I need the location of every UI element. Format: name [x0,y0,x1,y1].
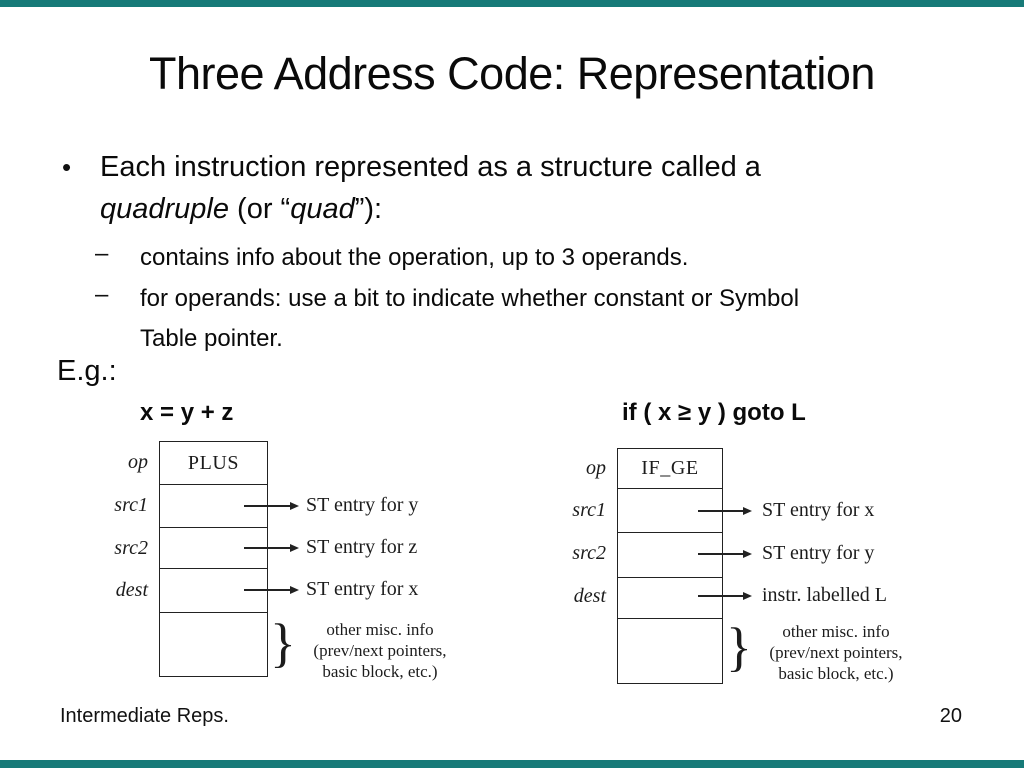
plain-or: (or “ [229,193,291,225]
right-diagram-heading: if ( x ≥ y ) goto L [622,399,806,426]
op-value-left: PLUS [187,451,240,474]
top-accent-bar [0,0,1024,7]
pointer-label-src1-right: ST entry for x [762,499,875,521]
main-bullet-line-2: quadruple (or “quad”): [100,188,960,230]
sub-bullet-2-text: for operands: use a bit to indicate whet… [140,279,960,359]
quad-row-dest-right [618,578,722,619]
misc-line-1-left: other misc. info [326,620,434,639]
row-label-src1-left: src1 [114,494,148,516]
italic-quad: quad [290,193,355,225]
pointer-label-src1-left: ST entry for y [306,494,419,516]
quad-row-src1-left [160,485,267,528]
quad-row-op-left: PLUS [160,442,267,485]
quad-table-left: PLUS [159,441,268,677]
misc-line-2-right: (prev/next pointers, [769,643,903,662]
footer-text: Intermediate Reps. [60,705,229,727]
quad-row-misc-right [618,619,722,683]
sub-bullet-1-text: contains info about the operation, up to… [140,244,689,271]
quad-row-dest-left [160,569,267,613]
row-label-src2-right: src2 [572,542,606,564]
quad-table-right: IF_GE [617,448,723,684]
misc-brace-left: } [270,613,296,673]
page-number: 20 [939,705,962,727]
sub-bullet-2-line-2: Table pointer. [140,325,283,352]
quad-row-src2-right [618,533,722,578]
example-label: E.g.: [57,355,117,387]
row-label-src2-left: src2 [114,537,148,559]
pointer-label-dest-right: instr. labelled L [762,584,887,606]
pointer-arrow-src1-right [698,507,752,514]
misc-line-3-right: basic block, etc.) [778,664,894,683]
row-label-op-right: op [586,457,606,479]
sub-bullet-2-line-1: for operands: use a bit to indicate whet… [140,285,800,312]
left-diagram-heading: x = y + z [140,399,234,426]
main-bullet-text: Each instruction represented as a struct… [100,146,960,230]
slide-title: Three Address Code: Representation [149,48,875,99]
op-value-right: IF_GE [641,457,699,479]
plain-colon: ”): [354,193,383,225]
pointer-arrow-dest-right [698,592,752,599]
row-label-dest-right: dest [573,585,606,607]
main-bullet-line-1: Each instruction represented as a struct… [100,151,761,183]
bottom-accent-bar [0,760,1024,768]
misc-line-2-left: (prev/next pointers, [313,641,447,660]
quad-row-src2-left [160,528,267,569]
bullet-marker: • [62,152,72,182]
misc-info-right: other misc. info (prev/next pointers, ba… [752,621,920,684]
misc-brace-right: } [726,617,752,677]
misc-line-3-left: basic block, etc.) [322,662,438,681]
pointer-arrow-src2-right [698,550,752,557]
quad-row-misc-left [160,613,267,676]
sub-bullet-2-marker: – [95,281,109,308]
row-label-dest-left: dest [115,579,148,601]
italic-quadruple: quadruple [100,193,229,225]
pointer-label-dest-left: ST entry for x [306,578,419,600]
pointer-label-src2-left: ST entry for z [306,536,418,558]
pointer-label-src2-right: ST entry for y [762,542,875,564]
row-label-op-left: op [128,451,148,473]
quad-row-op-right: IF_GE [618,449,722,489]
misc-line-1-right: other misc. info [782,622,890,641]
pointer-arrow-src1-left [244,502,299,509]
row-label-src1-right: src1 [572,499,606,521]
misc-info-left: other misc. info (prev/next pointers, ba… [296,619,464,682]
pointer-arrow-dest-left [244,586,299,593]
pointer-arrow-src2-left [244,544,299,551]
sub-bullet-1-marker: – [95,240,109,267]
quad-row-src1-right [618,489,722,533]
